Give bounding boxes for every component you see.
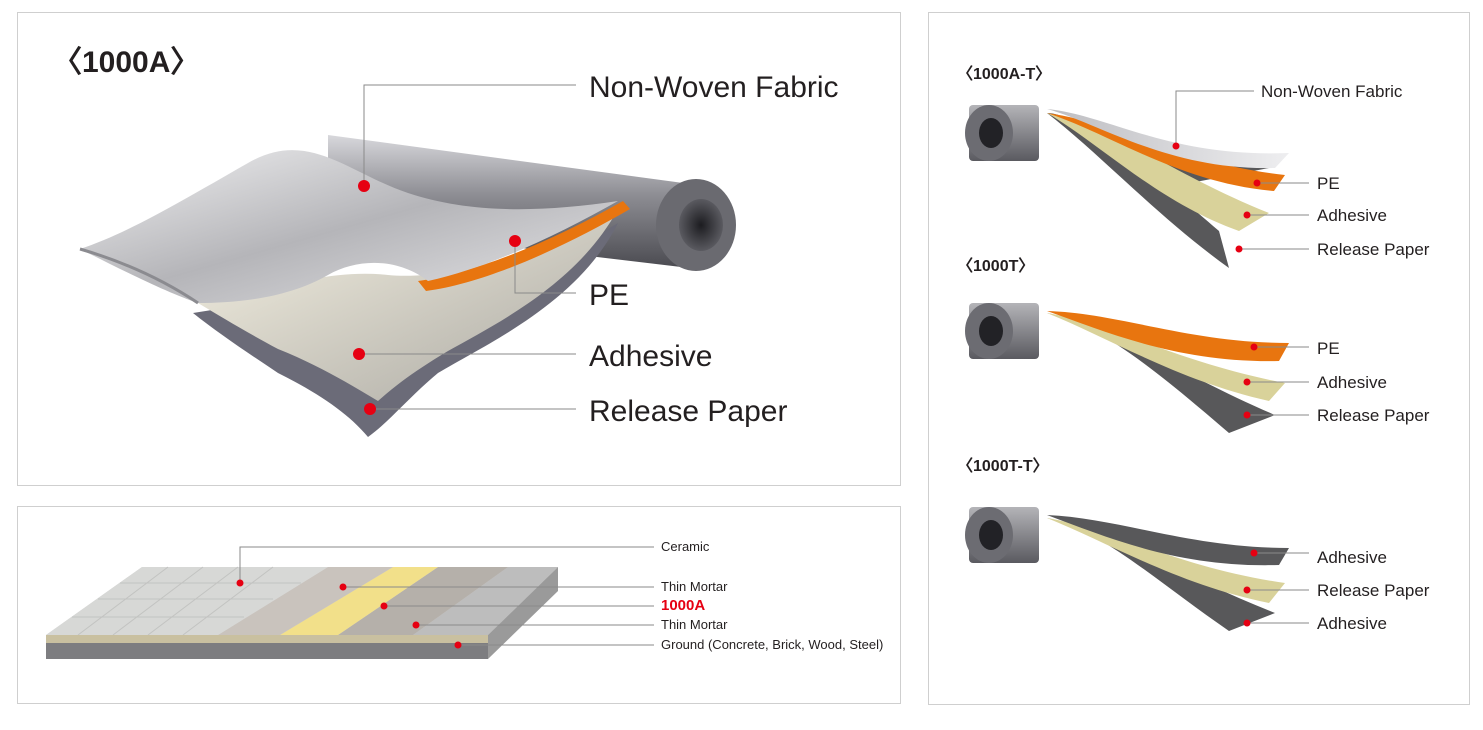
adhesive-strip xyxy=(1047,113,1269,231)
v2-label-adhesive: Adhesive xyxy=(1317,373,1387,392)
label-thin-mortar-top: Thin Mortar xyxy=(661,579,728,594)
variant-1000a-t: 〈1000A-T〉 Non-Woven Fabric PE Adhesive xyxy=(957,65,1430,268)
pe-layer xyxy=(418,201,630,291)
fabric-strip xyxy=(1047,109,1289,169)
label-release-paper: Release Paper xyxy=(589,395,787,428)
label-non-woven-fabric: Non-Woven Fabric xyxy=(589,71,839,104)
variant-1000t: 〈1000T〉 PE Adhesive Release Paper xyxy=(957,257,1430,433)
installation-panel: Ceramic Thin Mortar 1000A Thin Mortar Gr… xyxy=(17,506,901,704)
variant-1000t-t: 〈1000T-T〉 Adhesive Release Paper Adhesiv… xyxy=(957,457,1430,633)
label-ground: Ground (Concrete, Brick, Wood, Steel) xyxy=(661,637,883,652)
variants-panel: 〈1000A-T〉 Non-Woven Fabric PE Adhesive xyxy=(928,12,1470,705)
v1-label-adhesive: Adhesive xyxy=(1317,206,1387,225)
label-ceramic: Ceramic xyxy=(661,539,710,554)
label-adhesive: Adhesive xyxy=(589,340,712,373)
main-callout-lines xyxy=(359,84,576,410)
marker-fabric xyxy=(358,180,370,192)
v1-label-pe: PE xyxy=(1317,174,1340,193)
v1-label-release: Release Paper xyxy=(1317,240,1430,259)
ceramic-grid xyxy=(72,566,301,636)
marker-pe xyxy=(509,235,521,247)
fabric-edge xyxy=(79,247,199,305)
ceramic-layer xyxy=(46,567,328,635)
v2-label-release: Release Paper xyxy=(1317,406,1430,425)
marker-adhesive xyxy=(353,348,365,360)
v3-label-adhesive-bottom: Adhesive xyxy=(1317,614,1387,633)
main-title: 〈1000A〉 xyxy=(52,46,200,79)
install-markers xyxy=(236,579,462,649)
membrane-1000a xyxy=(280,567,438,635)
thin-mortar-top xyxy=(218,567,393,635)
main-markers xyxy=(353,180,521,415)
label-thin-mortar-bottom: Thin Mortar xyxy=(661,617,728,632)
label-pe: PE xyxy=(589,279,629,312)
variants-diagram: 〈1000A-T〉 Non-Woven Fabric PE Adhesive xyxy=(957,65,1430,633)
variant-title-1000t-t: 〈1000T-T〉 xyxy=(957,457,1049,475)
v3-label-release: Release Paper xyxy=(1317,581,1430,600)
variant-title-1000t: 〈1000T〉 xyxy=(957,257,1034,275)
ground-layer xyxy=(413,567,558,635)
marker-release xyxy=(364,403,376,415)
v1-label-fabric: Non-Woven Fabric xyxy=(1261,82,1403,101)
non-woven-fabric-layer xyxy=(80,150,618,303)
v3-label-adhesive-top: Adhesive xyxy=(1317,548,1387,567)
install-callout-lines xyxy=(239,546,654,646)
v2-label-pe: PE xyxy=(1317,339,1340,358)
main-product-panel: 〈1000A〉 Non-Woven Fabric PE Adhesive Rel… xyxy=(17,12,901,486)
installation-diagram: Ceramic Thin Mortar 1000A Thin Mortar Gr… xyxy=(46,539,883,659)
label-product-1000a: 1000A xyxy=(661,597,705,614)
roll-hole xyxy=(679,199,723,251)
thin-mortar-bottom xyxy=(338,567,508,635)
variant-title-1000a-t: 〈1000A-T〉 xyxy=(957,65,1051,83)
main-product-diagram: 〈1000A〉 Non-Woven Fabric PE Adhesive Rel… xyxy=(52,46,839,437)
